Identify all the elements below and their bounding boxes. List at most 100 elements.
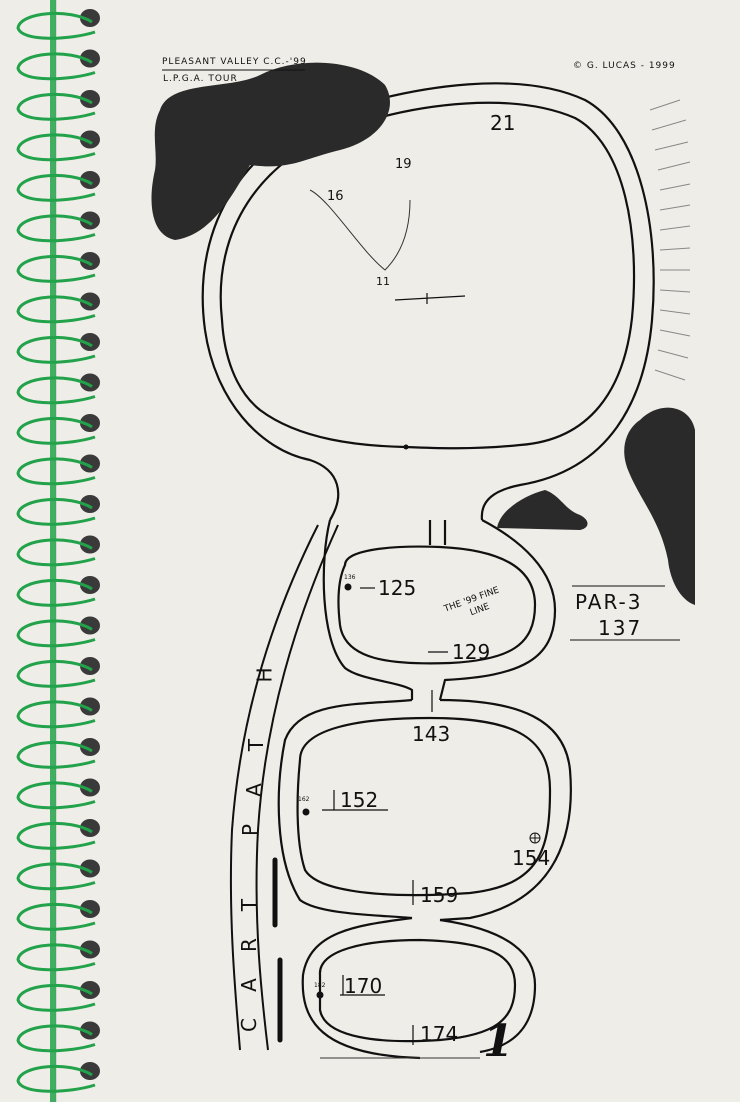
cart-path-right-edge	[255, 524, 339, 1051]
green-bot-outer	[301, 916, 421, 1060]
spiral-loop	[16, 943, 96, 972]
distance-162: 162	[298, 796, 310, 803]
spiral-loop	[16, 700, 96, 729]
title-underlines	[162, 69, 680, 641]
slope-hatching	[309, 189, 411, 271]
distance-11: 11	[376, 275, 390, 288]
distance-125: 125	[378, 576, 417, 600]
spiral-loops	[16, 11, 96, 1093]
spiral-hole	[80, 819, 100, 837]
spiral-holes	[80, 9, 100, 1080]
spiral-hole	[80, 292, 100, 311]
spiral-hole	[80, 697, 100, 716]
spiral-hole	[80, 535, 100, 554]
spiral-loop	[16, 295, 96, 324]
pin-dot-top	[403, 444, 409, 450]
spiral-loop	[16, 1024, 96, 1053]
spiral-hole	[80, 171, 100, 189]
cart-path-lines	[229, 524, 339, 1051]
spiral-loop	[16, 133, 96, 162]
spiral-hole	[80, 9, 100, 27]
spiral-hole	[80, 252, 100, 270]
distance-16: 16	[327, 189, 344, 204]
pin-dot-152	[302, 808, 310, 816]
spiral-loop	[16, 821, 96, 850]
green-mid-inner	[337, 545, 537, 665]
green-mid-outer	[322, 519, 414, 700]
tree-clumps	[151, 62, 695, 605]
green-low-outer	[277, 698, 413, 920]
spiral-loop	[16, 619, 96, 648]
distance-182: 182	[314, 982, 326, 989]
green-low-inner	[296, 716, 552, 897]
cart-path-letter: T	[237, 898, 262, 912]
distance-129: 129	[452, 640, 491, 664]
spiral-loop	[16, 902, 96, 931]
cart-path-letter: A	[241, 783, 266, 797]
spiral-hole	[80, 1021, 100, 1040]
spiral-loop	[16, 416, 96, 445]
cart-path-letter: R	[236, 938, 261, 952]
tree-clump-right	[624, 407, 695, 605]
hole-yardage: 137	[598, 616, 643, 640]
pin-positions	[302, 444, 409, 999]
green-bot-inner	[318, 938, 517, 1043]
pin-dot-170	[316, 991, 324, 999]
green-top-outer-left-neck	[203, 329, 340, 521]
rough-hatching-right	[649, 99, 691, 381]
distance-136: 136	[344, 574, 356, 581]
spiral-hole	[80, 981, 100, 999]
spiral-hole	[80, 211, 100, 230]
spiral-hole	[80, 657, 100, 675]
par-label: PAR-3	[575, 590, 643, 614]
distance-19: 19	[395, 157, 412, 172]
distance-21: 21	[490, 111, 516, 135]
distance-143: 143	[412, 722, 451, 746]
distance-159: 159	[420, 883, 459, 907]
spiral-hole	[80, 900, 100, 918]
spiral-loop	[16, 376, 96, 405]
spiral-hole	[80, 90, 100, 108]
cart-path-letter: P	[238, 823, 263, 837]
cart-path-letter: T	[244, 738, 269, 752]
spiral-loop	[16, 335, 96, 364]
cart-path-letter: H	[252, 667, 277, 683]
spiral-loop	[16, 214, 96, 243]
distance-174: 174	[420, 1022, 459, 1046]
spiral-loop	[16, 538, 96, 567]
slope-arc	[309, 189, 411, 271]
spiral-loop	[16, 659, 96, 688]
spiral-loop	[16, 457, 96, 486]
spiral-hole	[80, 738, 100, 756]
spiral-loop	[16, 92, 96, 121]
spiral-hole	[80, 940, 100, 959]
cart-path-letter: C	[236, 1018, 261, 1032]
spiral-loop	[16, 497, 96, 526]
distance-152: 152	[340, 788, 379, 812]
spiral-hole	[80, 616, 100, 635]
pin-target-154	[529, 832, 541, 844]
spiral-binding	[50, 0, 56, 1102]
spiral-loop	[16, 983, 96, 1012]
distance-170: 170	[344, 974, 383, 998]
spiral-loop	[16, 740, 96, 769]
spiral-loop	[16, 52, 96, 81]
distance-154: 154	[512, 846, 551, 870]
tree-clump-small	[497, 490, 588, 530]
spiral-loop	[16, 1064, 96, 1093]
spiral-hole	[80, 859, 100, 878]
spiral-hole	[80, 576, 100, 594]
tree-clump-top-left	[151, 62, 390, 240]
spiral-loop	[16, 173, 96, 202]
yardage-ticks	[322, 293, 466, 1045]
spiral-loop	[16, 254, 96, 283]
copyright-label: © G. LUCAS - 1999	[573, 61, 676, 71]
spiral-loop	[16, 862, 96, 891]
spiral-hole	[80, 373, 100, 392]
pin-dot-125	[344, 583, 352, 591]
spiral-loop	[16, 578, 96, 607]
spiral-loop	[16, 781, 96, 810]
tour-label: L.P.G.A. TOUR	[163, 74, 238, 84]
green-low-outer-right	[439, 698, 572, 922]
